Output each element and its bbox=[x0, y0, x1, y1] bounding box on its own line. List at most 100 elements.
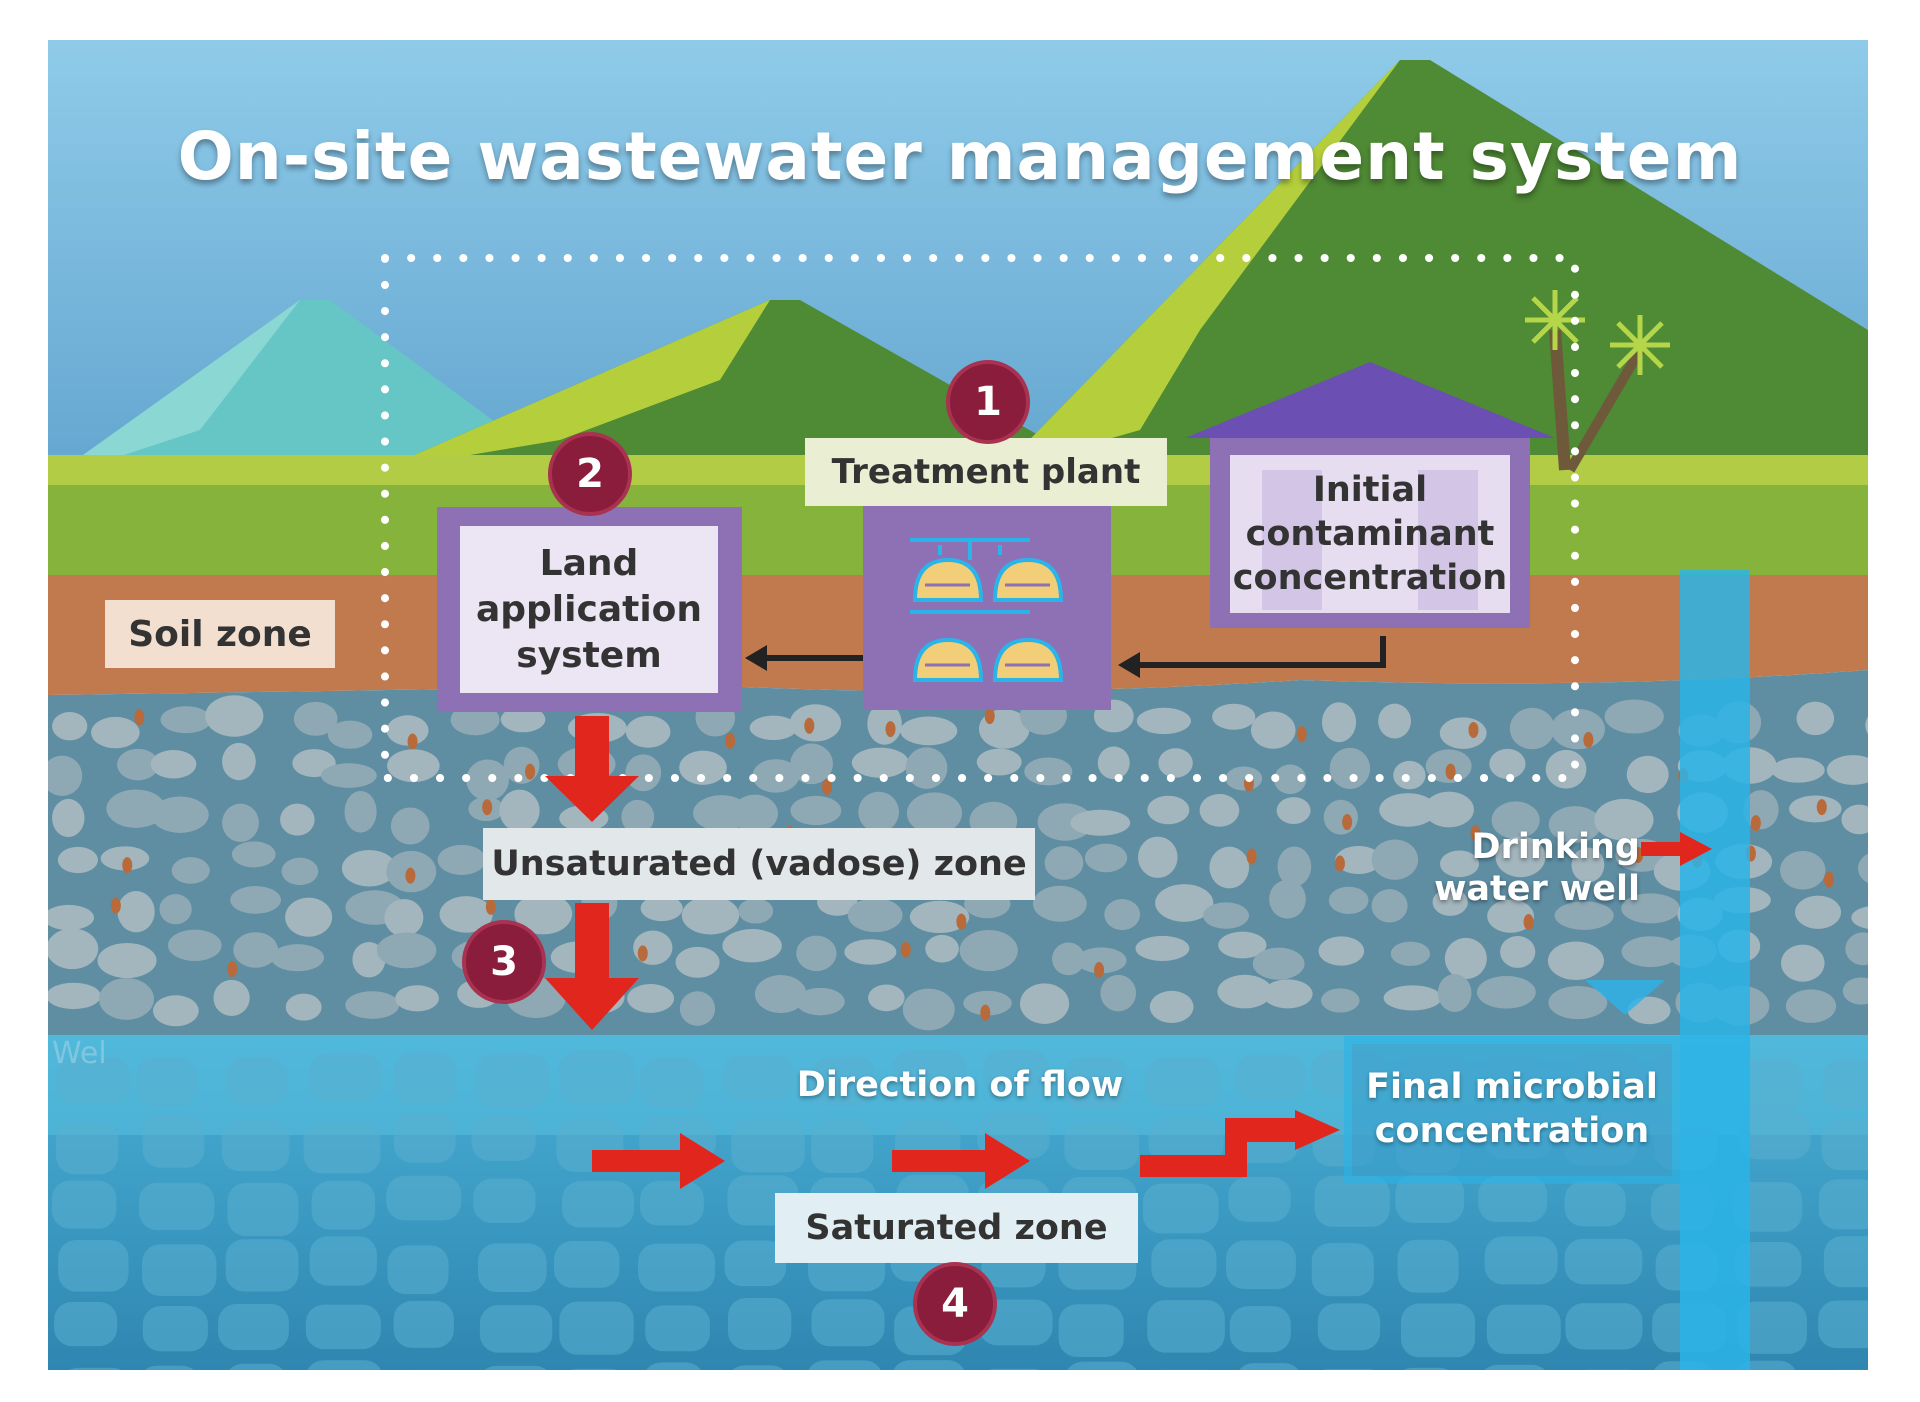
pebble bbox=[1491, 801, 1540, 839]
pebble bbox=[233, 932, 279, 968]
pebble bbox=[738, 898, 774, 924]
pebble bbox=[681, 896, 740, 935]
cobble bbox=[1822, 1058, 1868, 1108]
soil-fleck bbox=[1296, 726, 1307, 743]
pebble bbox=[167, 929, 222, 962]
soil-fleck bbox=[485, 898, 496, 915]
cobble bbox=[225, 1239, 299, 1292]
pebble bbox=[627, 984, 675, 1013]
pebble bbox=[796, 935, 837, 972]
cobble bbox=[226, 1057, 288, 1105]
cobble bbox=[1565, 1303, 1643, 1350]
pebble bbox=[1437, 973, 1472, 1012]
pebble bbox=[1826, 755, 1868, 785]
cobble bbox=[1737, 1360, 1796, 1370]
pebble bbox=[222, 803, 259, 842]
pebble bbox=[625, 754, 662, 792]
pebble bbox=[1075, 947, 1127, 974]
pebble bbox=[390, 807, 430, 845]
pebble bbox=[851, 747, 909, 778]
cobble bbox=[559, 1301, 634, 1355]
pebble bbox=[1149, 990, 1194, 1023]
pebble bbox=[1033, 885, 1087, 922]
pebble bbox=[1626, 755, 1669, 794]
pebble bbox=[1841, 804, 1868, 835]
soil-fleck bbox=[1750, 815, 1761, 832]
pebble bbox=[1136, 707, 1191, 735]
cobble bbox=[1145, 1057, 1220, 1107]
pebble bbox=[1252, 947, 1305, 980]
cobble bbox=[51, 1180, 117, 1229]
pebble bbox=[959, 929, 1018, 972]
soil-fleck bbox=[1334, 855, 1345, 872]
pebble bbox=[151, 796, 209, 833]
soil-fleck bbox=[984, 708, 995, 725]
mountain-large bbox=[1000, 60, 1868, 470]
pebble bbox=[905, 747, 948, 789]
final-line-2: concentration bbox=[1374, 1111, 1650, 1151]
pebble bbox=[640, 895, 683, 922]
soil-fleck bbox=[1468, 721, 1479, 738]
pebble bbox=[1371, 839, 1419, 880]
cobble bbox=[1311, 1243, 1374, 1297]
pebble bbox=[1627, 996, 1671, 1025]
pebble bbox=[437, 844, 486, 875]
pebble bbox=[1554, 901, 1614, 930]
cobble bbox=[1317, 1303, 1381, 1351]
pebble bbox=[285, 897, 333, 937]
pebble bbox=[344, 790, 377, 833]
cobble bbox=[473, 1178, 536, 1223]
soil-fleck bbox=[1445, 763, 1456, 780]
soil-fleck bbox=[804, 717, 815, 734]
land-line-2: application bbox=[475, 588, 703, 630]
pebble bbox=[395, 985, 439, 1012]
soil-fleck bbox=[1633, 847, 1644, 864]
cobble bbox=[732, 1365, 784, 1370]
diagram-title: On-site wastewater management system bbox=[177, 118, 1743, 195]
pebble bbox=[1199, 793, 1240, 827]
pebble bbox=[1250, 711, 1296, 749]
pebble bbox=[205, 695, 264, 737]
pebble bbox=[906, 792, 963, 835]
cobble bbox=[1823, 1236, 1868, 1288]
soil-fleck bbox=[405, 867, 416, 884]
soil-fleck bbox=[407, 733, 418, 750]
pebble bbox=[633, 930, 673, 965]
cobble bbox=[1734, 1242, 1802, 1287]
pebble bbox=[675, 946, 720, 978]
pebble bbox=[280, 803, 315, 836]
pebble bbox=[1390, 941, 1431, 966]
pebble bbox=[1024, 757, 1073, 786]
cobble bbox=[1733, 1182, 1803, 1232]
cobble bbox=[1486, 1304, 1561, 1354]
tank-icons bbox=[910, 538, 1064, 682]
pebble bbox=[1147, 795, 1190, 825]
pebble bbox=[48, 928, 99, 970]
pebble bbox=[1104, 899, 1141, 930]
soil-fleck bbox=[122, 857, 133, 874]
house-roof bbox=[1185, 362, 1555, 438]
cobble bbox=[893, 1360, 965, 1370]
cobble bbox=[1229, 1306, 1291, 1353]
cobble bbox=[307, 1360, 381, 1370]
final-microbial-label: Final microbial concentration bbox=[1352, 1048, 1672, 1170]
system-boundary bbox=[381, 254, 1579, 782]
pebble bbox=[1202, 902, 1249, 929]
pebble bbox=[1548, 806, 1602, 843]
pebble bbox=[1321, 988, 1360, 1013]
pebble bbox=[902, 988, 955, 1031]
pebble bbox=[752, 759, 800, 793]
pebble bbox=[1495, 836, 1546, 878]
water-table-marker bbox=[1585, 980, 1665, 1015]
cobble bbox=[1739, 1112, 1811, 1160]
cobble bbox=[811, 1299, 885, 1347]
pebble bbox=[376, 932, 437, 969]
saturated-zone-label: Saturated zone bbox=[805, 1208, 1108, 1248]
pebble bbox=[1328, 886, 1369, 914]
pebble bbox=[679, 991, 716, 1026]
soil-fleck bbox=[1583, 731, 1594, 748]
cobble bbox=[69, 1367, 121, 1370]
pebble bbox=[789, 704, 842, 742]
pebble bbox=[1621, 936, 1680, 968]
cobble bbox=[1239, 1363, 1299, 1370]
